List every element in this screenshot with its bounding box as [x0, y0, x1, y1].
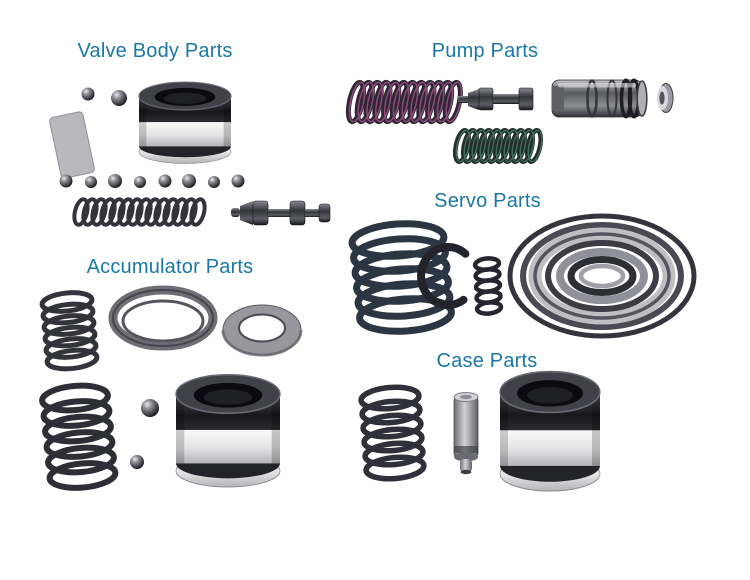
accumulator-title: Accumulator Parts [86, 256, 254, 278]
valve-spring-image [72, 197, 207, 227]
pump-valve-image [458, 87, 534, 111]
pump-washer-image [657, 83, 674, 113]
servo-small-spring-image [472, 256, 504, 316]
servo-title: Servo Parts [434, 190, 541, 212]
pump-title: Pump Parts [431, 40, 539, 62]
valve-piston-drum-image [138, 81, 232, 165]
valve-body-title: Valve Body Parts [77, 40, 233, 62]
check-ball-row [59, 174, 245, 188]
valve-spool-image [231, 200, 331, 226]
accumulator-spring-small-image [39, 290, 100, 372]
valve-body-parts-image [49, 81, 331, 227]
accumulator-spring-large-image [39, 382, 119, 491]
accumulator-piston-drum-image [175, 374, 281, 488]
accumulator-seal-ring-image [108, 285, 218, 351]
accumulator-check-balls [130, 399, 159, 469]
case-piston-drum-image [499, 370, 601, 492]
pump-parts-image [345, 78, 674, 165]
pump-spring-highlight [348, 81, 463, 123]
case-spring-image [358, 384, 427, 482]
case-plug-pin-image [453, 392, 479, 475]
servo-retainer-ring-image [417, 243, 470, 310]
servo-spring-image [348, 220, 455, 335]
pump-small-spring-highlight [455, 129, 543, 163]
servo-parts-image [348, 213, 697, 339]
separator-plate-image [49, 111, 95, 179]
case-title: Case Parts [436, 350, 538, 372]
pump-piston-image [551, 78, 648, 119]
servo-seal-ring-set-image [507, 213, 697, 339]
accumulator-parts-image [39, 285, 303, 491]
case-parts-image [358, 370, 601, 492]
accumulator-flat-ring-image [221, 304, 303, 357]
check-balls [81, 87, 127, 106]
